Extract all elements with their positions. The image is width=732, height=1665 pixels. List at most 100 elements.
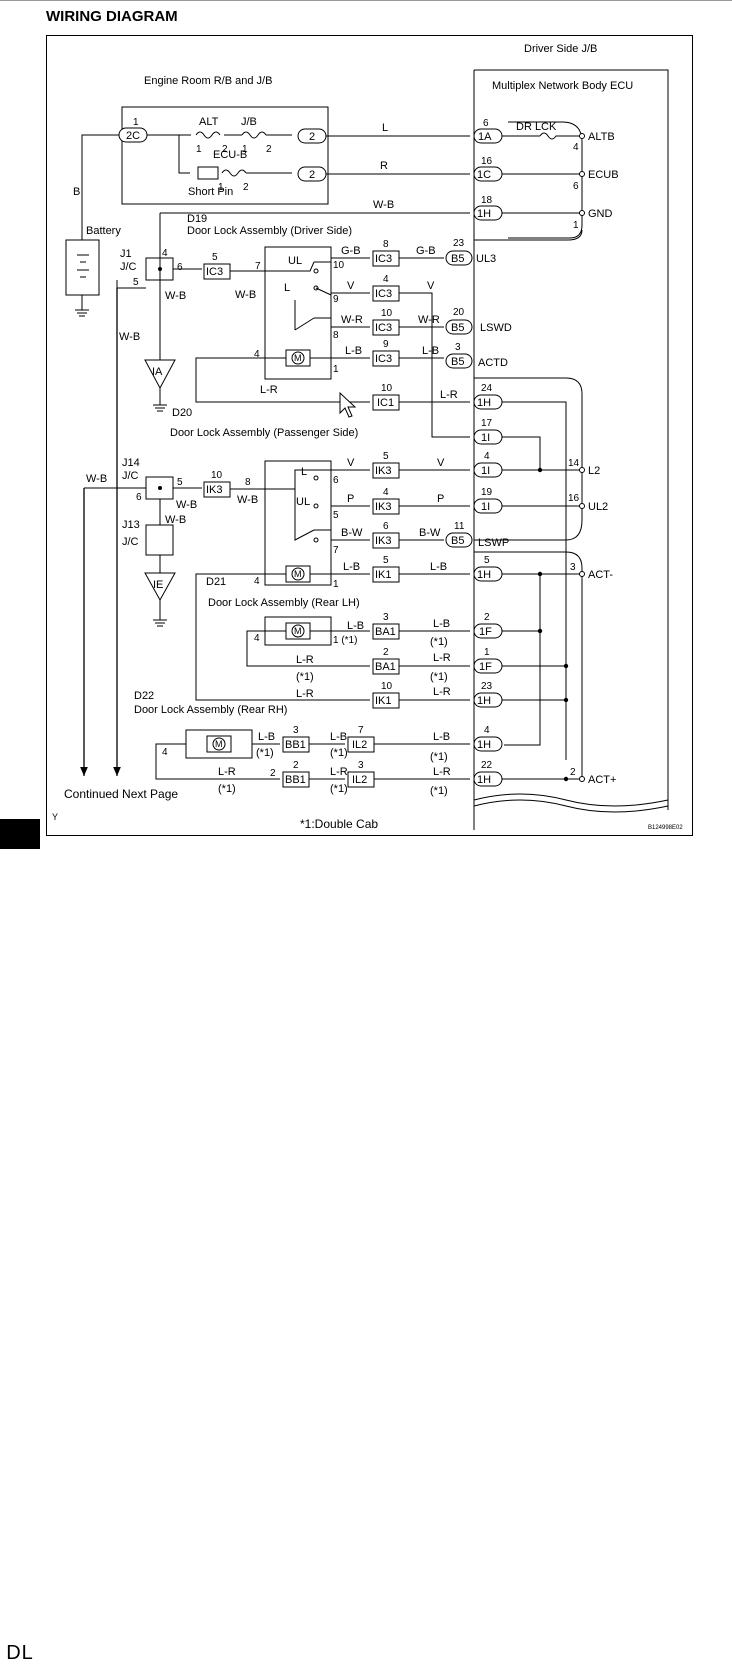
page-title: WIRING DIAGRAM <box>46 8 178 25</box>
pin: 9 <box>333 294 339 305</box>
alt-fuse-icon <box>195 131 221 139</box>
corner-mark: Y <box>52 812 58 822</box>
pin: 3 <box>570 562 576 573</box>
pin: 4 <box>162 747 168 758</box>
pin: 2 <box>484 612 490 623</box>
ecu-mid-outline <box>474 377 583 541</box>
conn-label: BB1 <box>285 739 306 751</box>
jb-wave-1 <box>473 793 669 807</box>
pin: 14 <box>568 458 580 469</box>
conn-label: 1F <box>479 661 492 673</box>
conn-label: 1H <box>477 774 491 786</box>
wire-label: L-B <box>422 345 439 357</box>
switch <box>265 488 331 541</box>
alt-fuse-label: ALT <box>199 116 219 128</box>
continued-label: Continued Next Page <box>64 787 178 801</box>
j13-jc: J/C <box>122 536 139 548</box>
conn-label: IC3 <box>375 322 392 334</box>
pin: 2 <box>293 760 299 771</box>
pin: 5 <box>177 477 183 488</box>
ground-icon <box>153 388 167 412</box>
wiring-diagram: Driver Side J/B Multiplex Network Body E… <box>52 43 683 831</box>
conn-label: 1H <box>477 569 491 581</box>
motor-icon <box>206 735 232 753</box>
passenger-box <box>264 460 332 586</box>
wire-label: L-R <box>330 766 348 778</box>
terminal <box>579 467 585 473</box>
pin: 1 <box>218 182 224 193</box>
driver-jb-label: Driver Side J/B <box>524 43 597 55</box>
jb-fuse-label: J/B <box>241 116 257 128</box>
double-cab-note: (*1) <box>330 747 348 759</box>
cursor-icon <box>339 391 357 418</box>
junction <box>537 628 543 634</box>
wire-label: L-B <box>430 561 447 573</box>
pin: 1 <box>133 117 139 128</box>
conn-label: 1H <box>477 695 491 707</box>
conn-label: B5 <box>451 322 464 334</box>
pin: 17 <box>481 418 493 429</box>
section-tab-label: DL <box>3 1641 37 1665</box>
wire <box>502 401 567 760</box>
conn-1h <box>473 736 503 752</box>
conn-label: 1H <box>477 397 491 409</box>
wire-label: L-R <box>433 652 451 664</box>
wire-label: L-R <box>260 384 278 396</box>
pin: 10 <box>381 308 393 319</box>
switch-ul <box>265 261 331 272</box>
pin: 6 <box>333 475 339 486</box>
wire-label: L-B <box>343 561 360 573</box>
ecu-upper-outline <box>508 121 583 239</box>
pin: 3 <box>293 725 299 736</box>
driver-jb-outline <box>474 69 669 810</box>
pin: 6 <box>383 521 389 532</box>
pin: 2 <box>243 182 249 193</box>
conn-label: IC3 <box>206 266 223 278</box>
pin: 5 <box>212 252 218 263</box>
wire-b <box>81 134 119 240</box>
pin: 1 <box>484 647 490 658</box>
pin: 8 <box>245 477 251 488</box>
double-cab-note: (*1) <box>430 751 448 763</box>
d19-label: D19 <box>187 213 207 225</box>
pin: 1 (*1) <box>333 635 357 646</box>
conn-b5 <box>445 319 473 335</box>
footnote: *1:Double Cab <box>300 817 378 831</box>
pin: 6 <box>136 492 142 503</box>
terminal <box>313 537 319 543</box>
wire-label: L-R <box>296 688 314 700</box>
wire-label: L-B <box>433 731 450 743</box>
conn-label: IL2 <box>352 739 367 751</box>
pin: 3 <box>383 612 389 623</box>
ground-ia <box>144 359 176 390</box>
pin: 3 <box>358 760 364 771</box>
conn-2b-label: 2 <box>309 169 315 181</box>
double-cab-note: (*1) <box>430 671 448 683</box>
d21-label: D21 <box>206 576 226 588</box>
wire-label: G-B <box>341 245 361 257</box>
wire-label: L-B <box>258 731 275 743</box>
wire-label: L-B <box>345 345 362 357</box>
conn-label: 1F <box>479 626 492 638</box>
wire-label: V <box>427 280 435 292</box>
wire-label: V <box>347 457 355 469</box>
pin: 10 <box>381 383 393 394</box>
wire-label: P <box>347 493 354 505</box>
battery-icon <box>77 254 89 278</box>
junction <box>563 776 569 782</box>
diagram-frame <box>46 35 693 836</box>
motor-circle <box>212 737 226 751</box>
ecu-upper-base <box>474 229 583 241</box>
conn-label: IC3 <box>375 353 392 365</box>
conn-b5 <box>445 250 473 266</box>
terminal <box>579 171 585 177</box>
conn-2-label: 2 <box>309 131 315 143</box>
conn-label: IL2 <box>352 774 367 786</box>
wire-label: W-B <box>373 199 394 211</box>
conn-label: IK1 <box>375 569 392 581</box>
motor-m: M <box>294 569 302 579</box>
pin: 19 <box>481 487 493 498</box>
pin: 5 <box>133 277 139 288</box>
short-pin-label: Short Pin <box>188 186 233 198</box>
conn-label: IK3 <box>375 465 392 477</box>
